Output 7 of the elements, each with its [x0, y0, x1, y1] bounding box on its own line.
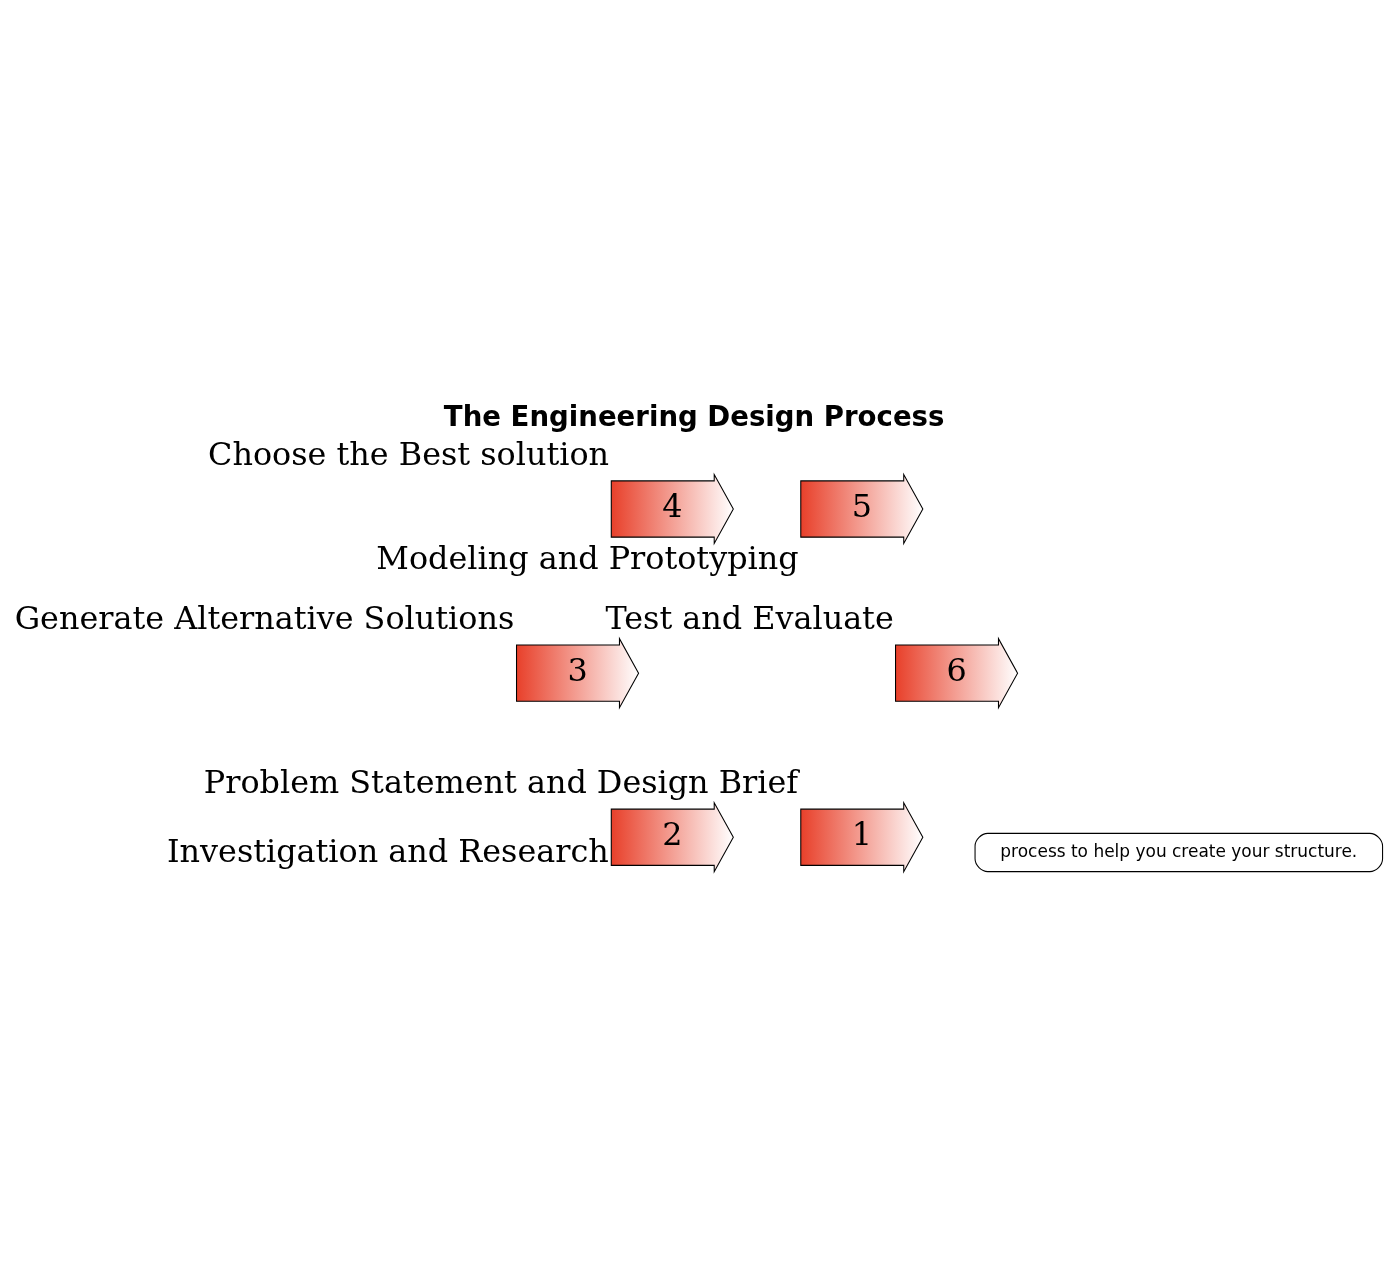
node-label: Problem Statement and Design Brief: [203, 763, 799, 802]
node-label: Investigation and Research: [167, 832, 609, 871]
node-label: Choose the Best solution: [208, 434, 610, 473]
node-label: Test and Evaluate: [605, 599, 894, 638]
node-label: Generate Alternative Solutions: [14, 599, 515, 638]
node-box: process to help you create your structure.: [974, 832, 1384, 873]
diagram-title: The Engineering Design Process: [443, 399, 945, 433]
